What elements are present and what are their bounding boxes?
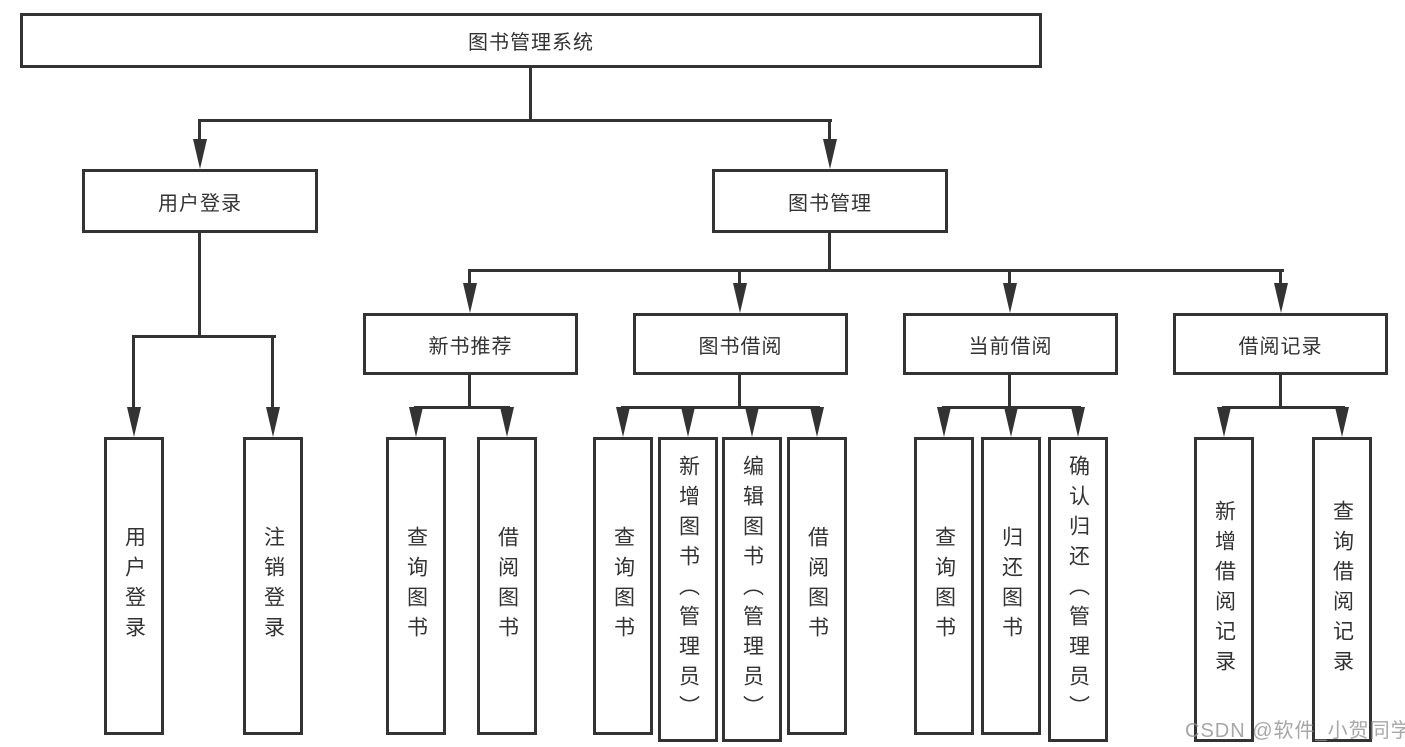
arrowhead-down [463, 283, 477, 313]
leaf-query-books-recommend: 查询图书 [386, 437, 446, 735]
connector-line [828, 119, 831, 145]
node-label: 图书管理 [788, 192, 872, 215]
node-book-borrow: 图书借阅 [633, 313, 848, 375]
arrowhead-down [409, 407, 423, 437]
connector-line [132, 335, 135, 411]
arrowhead-down [500, 407, 514, 437]
node-label: 编辑图书（管理员） [740, 454, 764, 725]
arrowhead-down [1217, 407, 1231, 437]
arrowhead-down [1274, 283, 1288, 313]
arrowhead-down [733, 283, 747, 313]
node-new-book-recommend: 新书推荐 [363, 313, 578, 375]
arrowhead-down [937, 407, 951, 437]
connector-line [828, 231, 831, 272]
arrowhead-down [1004, 407, 1018, 437]
leaf-query-books-current: 查询图书 [914, 437, 974, 735]
connector-line [529, 66, 532, 121]
arrowhead-down [1003, 283, 1017, 313]
leaf-borrow-books: 借阅图书 [787, 437, 847, 735]
node-label: 确认归还（管理员） [1066, 454, 1090, 725]
node-label: 用户登录 [122, 526, 146, 646]
connector-line [1279, 269, 1282, 287]
leaf-confirm-return-admin: 确认归还（管理员） [1048, 437, 1108, 742]
arrowhead-down [681, 407, 695, 437]
node-label: 图书借阅 [698, 335, 783, 358]
connector-line [738, 269, 741, 287]
leaf-borrow-books-recommend: 借阅图书 [477, 437, 537, 735]
leaf-user-login: 用户登录 [104, 437, 164, 735]
connector-line [738, 373, 741, 408]
node-label: 查询图书 [932, 526, 956, 646]
connector-line [468, 269, 471, 287]
arrowhead-down [745, 407, 759, 437]
connector-line [132, 335, 276, 338]
leaf-query-borrow-record: 查询借阅记录 [1312, 437, 1372, 742]
connector-line [468, 373, 471, 408]
connector-line [198, 231, 201, 337]
node-label: 新增图书（管理员） [676, 454, 700, 725]
node-current-borrow: 当前借阅 [903, 313, 1118, 375]
leaf-query-books-borrow: 查询图书 [593, 437, 653, 735]
leaf-add-borrow-record: 新增借阅记录 [1194, 437, 1254, 742]
node-label: 图书管理系统 [468, 32, 594, 54]
leaf-logout: 注销登录 [243, 437, 303, 735]
node-user-login: 用户登录 [82, 169, 318, 233]
leaf-return-book: 归还图书 [981, 437, 1041, 735]
connector-line [198, 119, 201, 145]
node-label: 新增借阅记录 [1212, 499, 1236, 680]
connector-line [271, 335, 274, 411]
node-label: 当前借阅 [968, 335, 1053, 358]
arrowhead-down [616, 407, 630, 437]
arrowhead-down [266, 407, 280, 437]
node-label: 借阅图书 [495, 526, 519, 646]
connector-line [468, 269, 1284, 272]
node-label: 借阅记录 [1238, 335, 1323, 358]
node-label: 查询图书 [611, 526, 635, 646]
node-label: 查询借阅记录 [1330, 499, 1354, 680]
node-borrow-records: 借阅记录 [1173, 313, 1388, 375]
node-label: 新书推荐 [428, 335, 513, 358]
connector-line [1279, 373, 1282, 408]
arrowhead-down [823, 139, 837, 169]
connector-line [1008, 373, 1011, 408]
node-label: 用户登录 [158, 192, 242, 215]
arrowhead-down [193, 139, 207, 169]
arrowhead-down [1071, 407, 1085, 437]
leaf-edit-book-admin: 编辑图书（管理员） [722, 437, 782, 742]
connector-line [1222, 406, 1345, 409]
arrowhead-down [127, 407, 141, 437]
leaf-add-book-admin: 新增图书（管理员） [658, 437, 718, 742]
node-label: 查询图书 [404, 526, 428, 646]
watermark: CSDN @软件_小贺同学 [1185, 720, 1405, 742]
connector-line [621, 406, 820, 409]
connector-line [198, 119, 832, 122]
node-label: 注销登录 [261, 526, 285, 646]
connector-line [414, 406, 510, 409]
node-root: 图书管理系统 [20, 13, 1042, 68]
node-book-management: 图书管理 [712, 169, 948, 233]
arrowhead-down [810, 407, 824, 437]
arrowhead-down [1335, 407, 1349, 437]
node-label: 归还图书 [999, 526, 1023, 646]
connector-line [1008, 269, 1011, 287]
node-label: 借阅图书 [805, 526, 829, 646]
